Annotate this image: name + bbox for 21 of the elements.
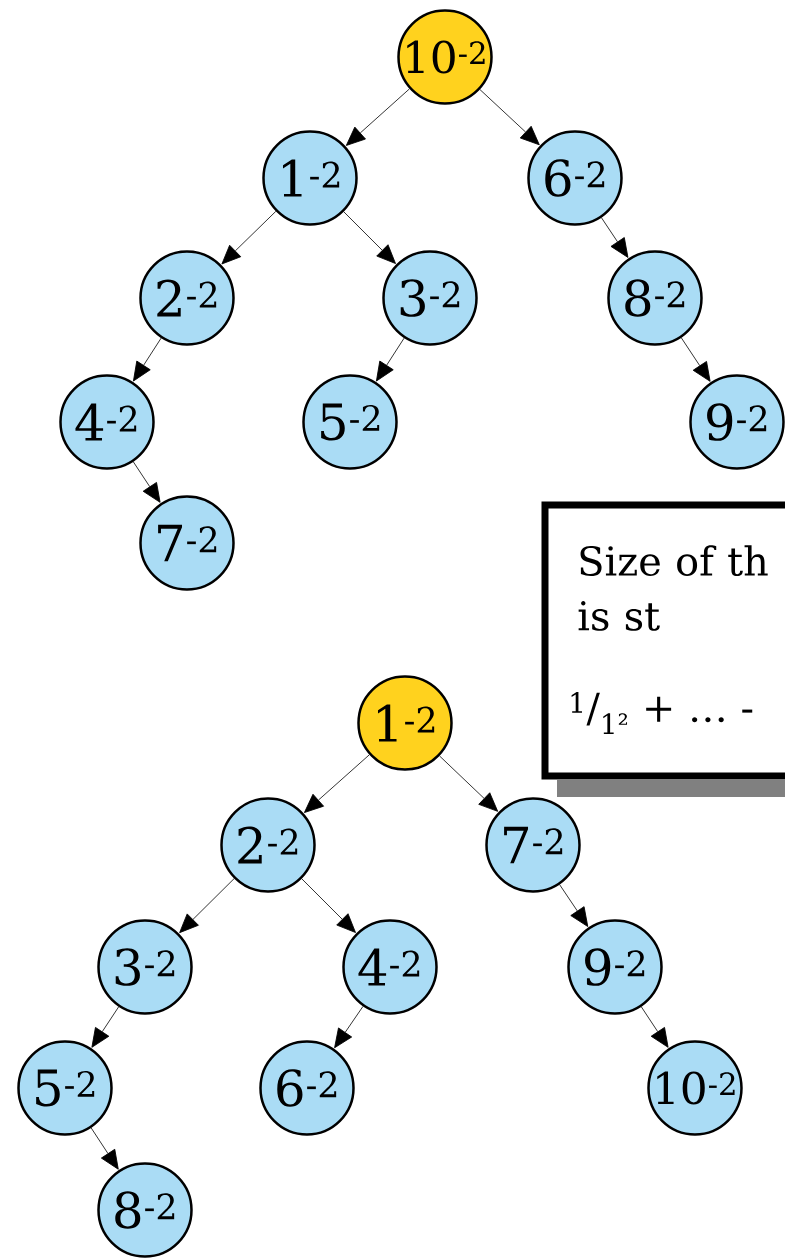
arrow [91, 1006, 120, 1048]
arrow [179, 878, 235, 934]
arrow [601, 217, 629, 258]
arrow [376, 337, 405, 382]
arrow [132, 461, 161, 503]
arrow [680, 337, 711, 382]
arrow [90, 1127, 119, 1170]
arrow [301, 878, 356, 933]
arrow [345, 88, 410, 146]
arrow [133, 337, 162, 382]
arrow [640, 1006, 669, 1048]
arrow [304, 754, 370, 813]
arrow [221, 210, 277, 265]
info-box: Size of th is st $^{1}$/$_{1²}$ + … - [541, 501, 785, 797]
arrow [343, 211, 396, 264]
arrow [439, 755, 499, 812]
arrow [559, 884, 589, 927]
arrow [479, 89, 540, 146]
arrow [334, 1006, 364, 1049]
node-label: Size of th is st [578, 545, 768, 631]
node-label: $^{1}$/$_{1²}$ + … - [571, 692, 753, 734]
